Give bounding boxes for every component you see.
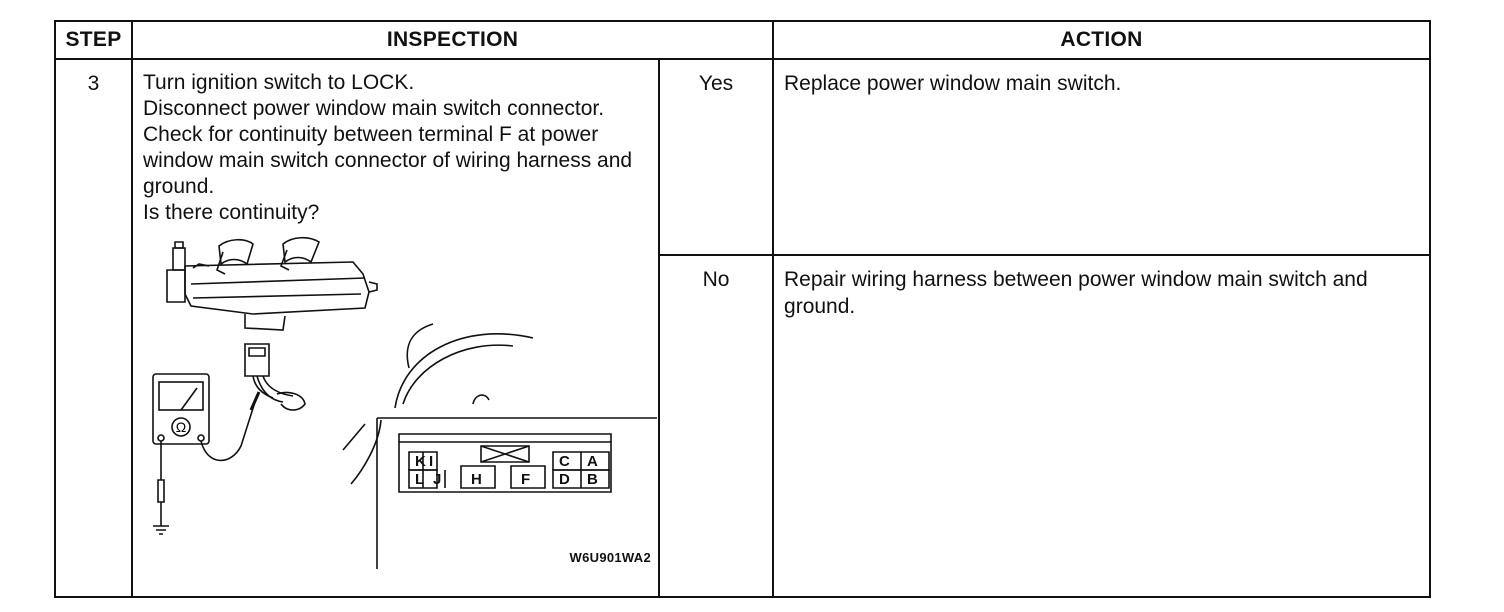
procedure-sheet: STEP INSPECTION ACTION 3 Turn ignition s…	[54, 20, 1432, 598]
inspection-text: Turn ignition switch to LOCK. Disconnect…	[143, 71, 633, 224]
connector-terminal-labels: K I C A L J H F D B	[415, 453, 598, 488]
table-row: No Repair wiring harness between power w…	[55, 254, 1432, 598]
terminal-label: F	[521, 471, 530, 488]
inspection-header: INSPECTION	[130, 20, 775, 60]
terminal-label: K	[415, 453, 426, 470]
ohm-symbol-label: Ω	[176, 419, 186, 435]
terminal-label: B	[587, 471, 598, 488]
terminal-label: C	[559, 453, 570, 470]
ohmmeter-icon	[152, 373, 261, 535]
terminal-label: A	[587, 453, 598, 470]
answer-yes: Yes	[657, 58, 775, 256]
continuity-check-illustration: Ω K I C A L J H F D B	[152, 236, 657, 569]
inspection-table: STEP INSPECTION ACTION 3 Turn ignition s…	[54, 20, 1432, 598]
vehicle-body-sketch	[342, 323, 534, 485]
figure-code: W6U901WA2	[569, 550, 651, 565]
step-number: 3	[54, 58, 133, 598]
inspection-figure: Ω K I C A L J H F D B	[133, 234, 657, 569]
answer-no: No	[657, 254, 775, 598]
terminal-label: I	[429, 453, 433, 470]
terminal-label: H	[471, 471, 482, 488]
terminal-label: D	[559, 471, 570, 488]
action-yes: Replace power window main switch.	[772, 58, 1432, 256]
power-window-switch-icon	[166, 236, 378, 331]
terminal-label: J	[433, 471, 441, 488]
harness-connector-icon	[244, 343, 306, 411]
connector-face-view	[376, 417, 657, 569]
header-row: STEP INSPECTION ACTION	[54, 20, 1432, 60]
action-header: ACTION	[772, 20, 1432, 60]
action-no: Repair wiring harness between power wind…	[772, 254, 1432, 598]
step-header: STEP	[54, 20, 133, 60]
terminal-label: L	[415, 471, 424, 488]
table-row: 3 Turn ignition switch to LOCK. Disconne…	[54, 58, 1432, 598]
inspection-cell: Turn ignition switch to LOCK. Disconnect…	[131, 58, 660, 598]
